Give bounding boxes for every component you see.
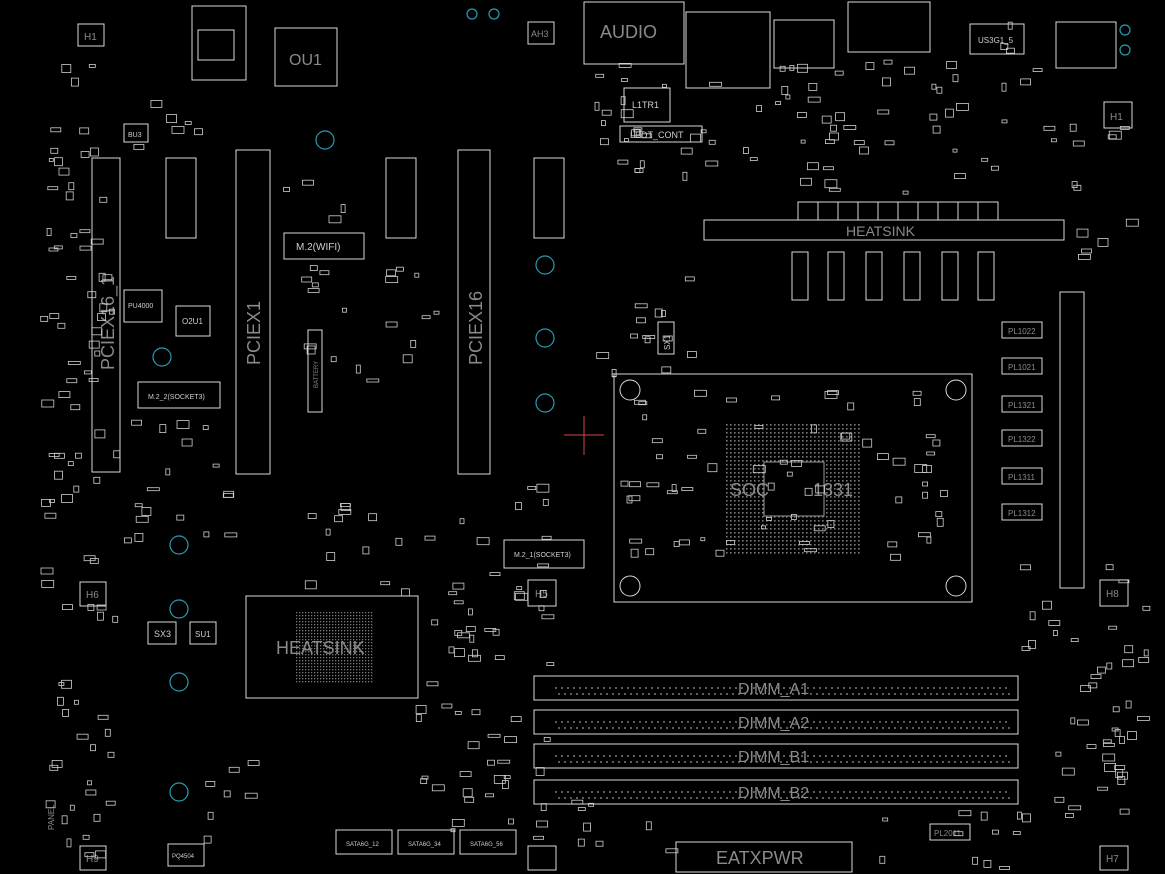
panel-label: PANEL xyxy=(47,804,56,830)
h5-label: H5 xyxy=(535,589,548,600)
pl1322-label: PL1322 xyxy=(1008,435,1036,444)
h6-label: H6 xyxy=(86,590,99,601)
usb-label: US3G1_5 xyxy=(978,36,1014,45)
ou1-label: OU1 xyxy=(289,52,322,69)
pcie-slots xyxy=(91,149,565,475)
l1tr1-label: L1TR1 xyxy=(632,100,659,110)
sata-connectors xyxy=(335,829,517,855)
pciex16-3-label: PCIEX16 xyxy=(466,291,486,365)
pciex16-2-label: PCIEX1 xyxy=(244,301,264,365)
pch-heatsink xyxy=(245,595,419,699)
pu4000-part xyxy=(123,289,163,323)
eatxpwr-label: EATXPWR xyxy=(716,848,804,868)
h8-label: H8 xyxy=(1106,589,1119,600)
dimm-pins xyxy=(555,687,1010,799)
sata3-label: SATA6G_56 xyxy=(470,842,503,848)
pl1022-label: PL1022 xyxy=(1008,327,1036,336)
dimm-b1-label: DIMM_B1 xyxy=(738,749,809,766)
heatsink-pch-label: HEATSINK xyxy=(276,638,365,658)
sx3-part xyxy=(147,621,177,645)
eatxpwr-connector xyxy=(675,841,853,873)
pl1021-label: PL1021 xyxy=(1008,363,1036,372)
m2-wifi-slot xyxy=(283,232,365,260)
pq4504-label: PQ4504 xyxy=(172,854,195,860)
right-inductor-labels xyxy=(1001,321,1043,521)
pl1321-label: PL1321 xyxy=(1008,401,1036,410)
ah3-label: AH3 xyxy=(531,29,549,39)
dimm-slots xyxy=(533,675,1019,805)
sx1-label: SX1 xyxy=(663,334,672,350)
o2u1-part xyxy=(175,305,211,337)
vrm-chokes xyxy=(791,201,999,301)
soc-number: 1331 xyxy=(813,480,853,500)
bu3-part xyxy=(123,123,149,143)
pch-ball-grid xyxy=(296,612,373,683)
rear-io-group xyxy=(191,1,1117,143)
su1-part xyxy=(189,621,217,645)
sx1-part xyxy=(657,321,675,355)
battery-holder xyxy=(307,329,323,413)
battery-label: BATTERY xyxy=(314,361,320,388)
sx3-label: SX3 xyxy=(154,629,171,639)
m2-1-label: M.2_1(SOCKET3) xyxy=(514,552,571,559)
m2-2-label: M.2_2(SOCKET3) xyxy=(148,394,205,401)
audio-label: AUDIO xyxy=(600,22,657,42)
pciex16-1-label: PCIEX16_1 xyxy=(98,276,119,370)
h2-label: H1 xyxy=(1110,112,1123,123)
ledt-cont-label: LEDT_CONT xyxy=(630,130,684,140)
pl1312-label: PL1312 xyxy=(1008,509,1036,518)
su1-label: SU1 xyxy=(195,630,211,639)
m2-wifi-label: M.2(WIFI) xyxy=(296,242,340,253)
h1-label: H1 xyxy=(84,32,97,43)
smd-components xyxy=(40,21,1151,870)
m2-1-slot xyxy=(503,539,585,569)
crosshair-cursor xyxy=(564,416,604,455)
heatsink-cpu-label: HEATSINK xyxy=(846,223,916,239)
pl2011-part xyxy=(929,823,971,841)
cpu-socket-outline xyxy=(613,373,973,603)
h7-label: H7 xyxy=(1106,854,1119,865)
dimm-b2-label: DIMM_B2 xyxy=(738,785,809,802)
pq4504-part xyxy=(167,843,205,867)
dimm-a2-label: DIMM_A2 xyxy=(738,715,809,732)
vrm-right-column xyxy=(1059,291,1085,589)
pu4000-label: PU4000 xyxy=(128,303,153,310)
cpu-pin-array xyxy=(726,424,860,554)
m2-2-slot xyxy=(137,381,221,409)
bu3-label: BU3 xyxy=(128,132,142,139)
mounting-holes xyxy=(152,8,1131,802)
o2u1-label: O2U1 xyxy=(182,317,203,326)
dimm-a1-label: DIMM_A1 xyxy=(738,681,809,698)
sata2-label: SATA6G_34 xyxy=(408,842,441,848)
sata1-label: SATA6G_12 xyxy=(346,842,379,848)
h9-label: H9 xyxy=(86,854,99,865)
pl1311-label: PL1311 xyxy=(1008,473,1036,482)
pl2011-label: PL2011 xyxy=(934,829,962,838)
soc-label: SOC xyxy=(730,480,769,500)
